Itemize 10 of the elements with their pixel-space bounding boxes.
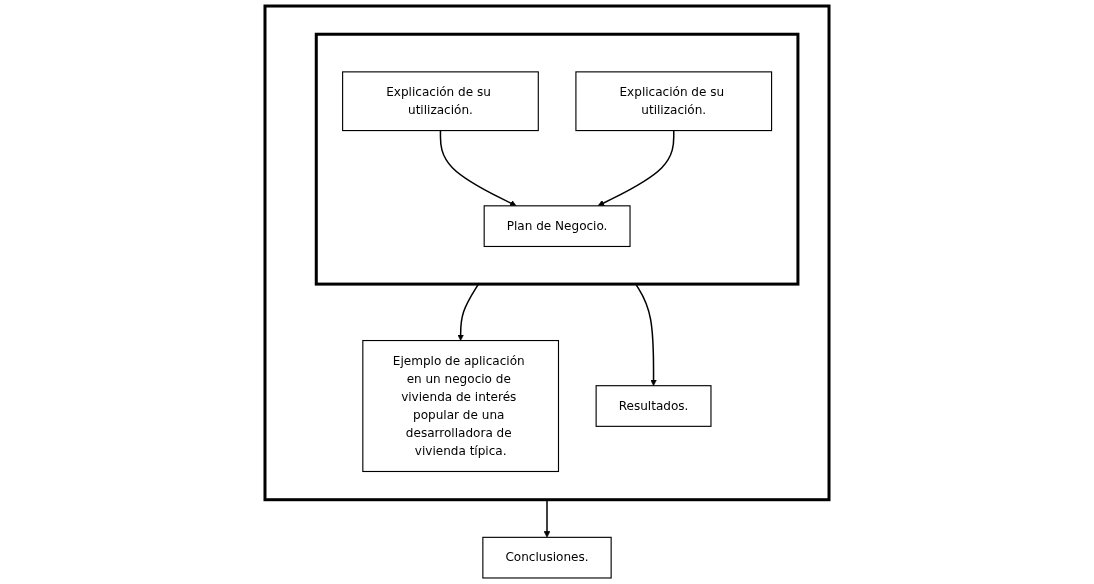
node-box: Plan de Negocio. [483,205,631,248]
node-box: Ejemplo de aplicación en un negocio de vivienda de interés popular de una desarrolladora de vivienda típica. [362,339,560,473]
arrow [597,129,675,207]
cluster [314,32,800,286]
node-box: Resultados. [595,385,712,427]
node-box: Conclusiones. [482,536,612,579]
node-box: Explicación de su utilización. [575,71,773,132]
node-box: Explicación de su utilización. [342,71,539,132]
cluster [263,4,831,502]
arrow [439,129,517,207]
